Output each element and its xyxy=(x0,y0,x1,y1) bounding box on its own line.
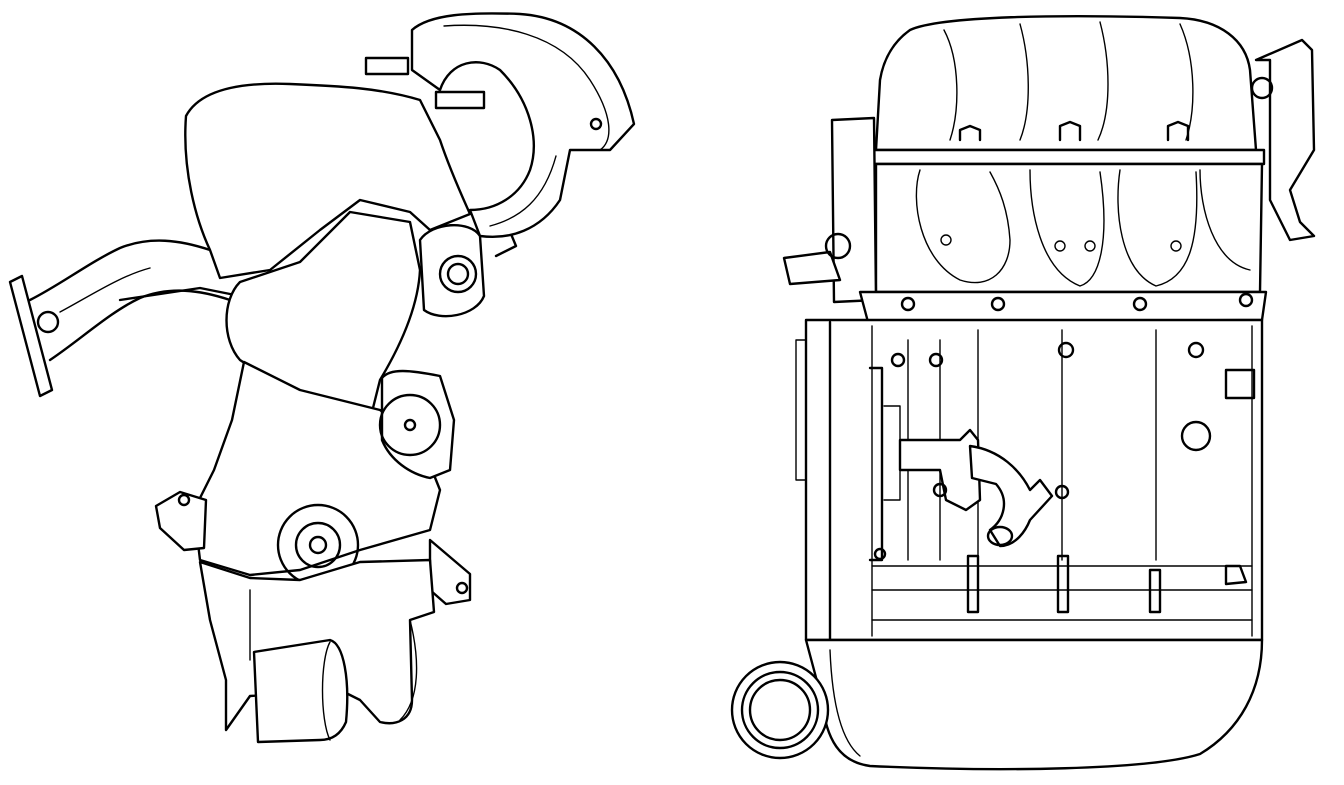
timing-belt-cover xyxy=(184,82,472,577)
front-pulley xyxy=(730,660,830,760)
block-bolts xyxy=(966,554,1248,614)
intake-runner xyxy=(364,12,636,238)
thermostat-outlet xyxy=(418,220,518,318)
throttle-body xyxy=(782,38,1316,304)
intake-runners xyxy=(874,162,1264,294)
exhaust-pipe xyxy=(8,239,242,398)
intake-plenum xyxy=(870,14,1266,166)
cylinder-head-flange xyxy=(858,290,1268,324)
oil-filter xyxy=(252,638,349,744)
front-view xyxy=(730,14,1316,771)
water-pump-pulley xyxy=(378,369,456,480)
oil-pan xyxy=(804,638,1264,771)
engine-mount-bracket xyxy=(154,490,472,606)
side-view xyxy=(8,12,636,744)
cylinder-block xyxy=(795,318,1264,642)
water-inlet-pipe xyxy=(898,428,1054,548)
